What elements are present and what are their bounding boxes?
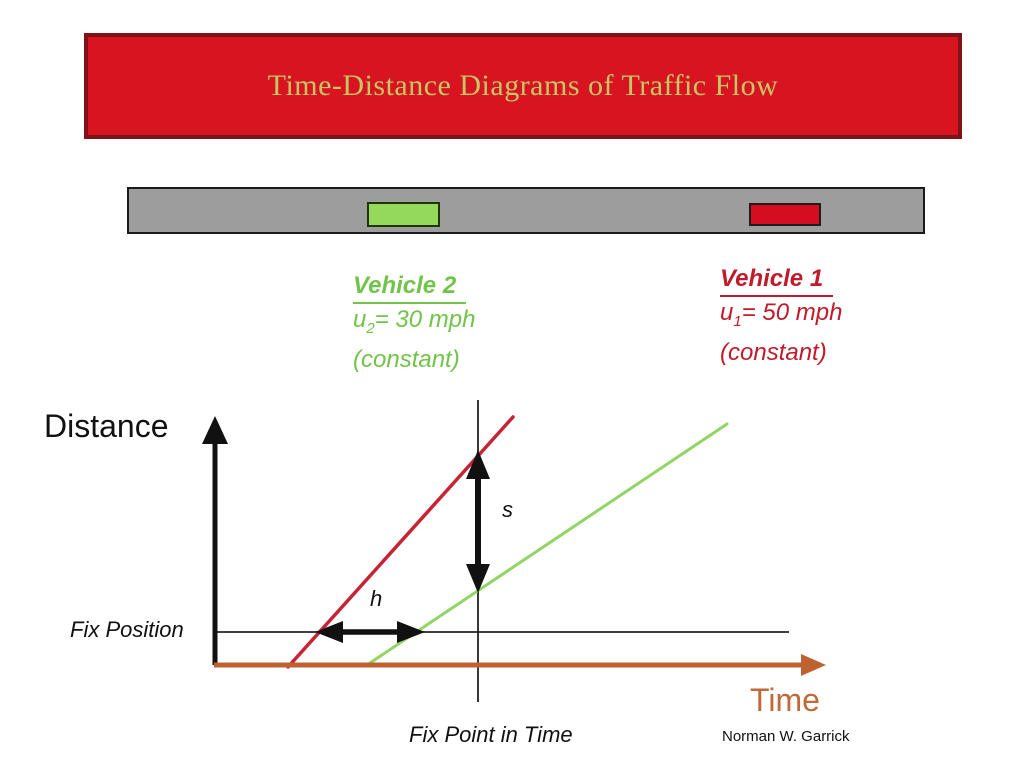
time-axis-arrowhead-icon xyxy=(801,654,826,676)
vehicle1-speed: u1= 50 mph xyxy=(720,297,842,337)
slide-title: Time-Distance Diagrams of Traffic Flow xyxy=(267,69,779,102)
vehicle2-trajectory-line xyxy=(365,422,729,667)
vehicle1-label-block: Vehicle 1 u1= 50 mph (constant) xyxy=(720,263,842,368)
time-axis-label: Time xyxy=(750,682,820,718)
spacing-arrow-bottom-head-icon xyxy=(466,564,490,593)
distance-axis-label: Distance xyxy=(44,408,169,444)
vehicle2-speed: u2= 30 mph xyxy=(353,304,475,344)
vehicle1-speed-value: = 50 mph xyxy=(741,299,843,326)
vehicle2-speed-value: = 30 mph xyxy=(374,306,476,333)
headway-arrow-left-head-icon xyxy=(315,621,343,643)
vehicle2-label-block: Vehicle 2 u2= 30 mph (constant) xyxy=(353,270,475,375)
vehicle2-speed-var: u xyxy=(353,306,367,333)
author-credit: Norman W. Garrick xyxy=(722,728,850,745)
spacing-symbol-label: s xyxy=(502,497,513,522)
vehicle1-constant: (constant) xyxy=(720,338,827,366)
road-strip xyxy=(127,187,925,234)
fix-point-in-time-label: Fix Point in Time xyxy=(409,722,573,747)
vehicle1-speed-var: u xyxy=(720,299,734,326)
title-banner: Time-Distance Diagrams of Traffic Flow xyxy=(84,33,962,139)
headway-arrow-right-head-icon xyxy=(397,621,425,643)
spacing-arrow-top-head-icon xyxy=(466,450,490,479)
vehicle2-constant: (constant) xyxy=(353,345,460,373)
vehicle1-car-rect xyxy=(749,203,821,226)
vehicle2-car-rect xyxy=(367,202,440,227)
vehicle1-speed-sub: 1 xyxy=(733,312,742,330)
headway-symbol-label: h xyxy=(370,586,383,611)
distance-axis-arrowhead-icon xyxy=(202,416,228,444)
vehicle2-name: Vehicle 2 xyxy=(353,270,467,304)
fix-position-label: Fix Position xyxy=(70,617,184,642)
vehicle2-speed-sub: 2 xyxy=(366,319,375,337)
vehicle1-name: Vehicle 1 xyxy=(720,263,834,297)
